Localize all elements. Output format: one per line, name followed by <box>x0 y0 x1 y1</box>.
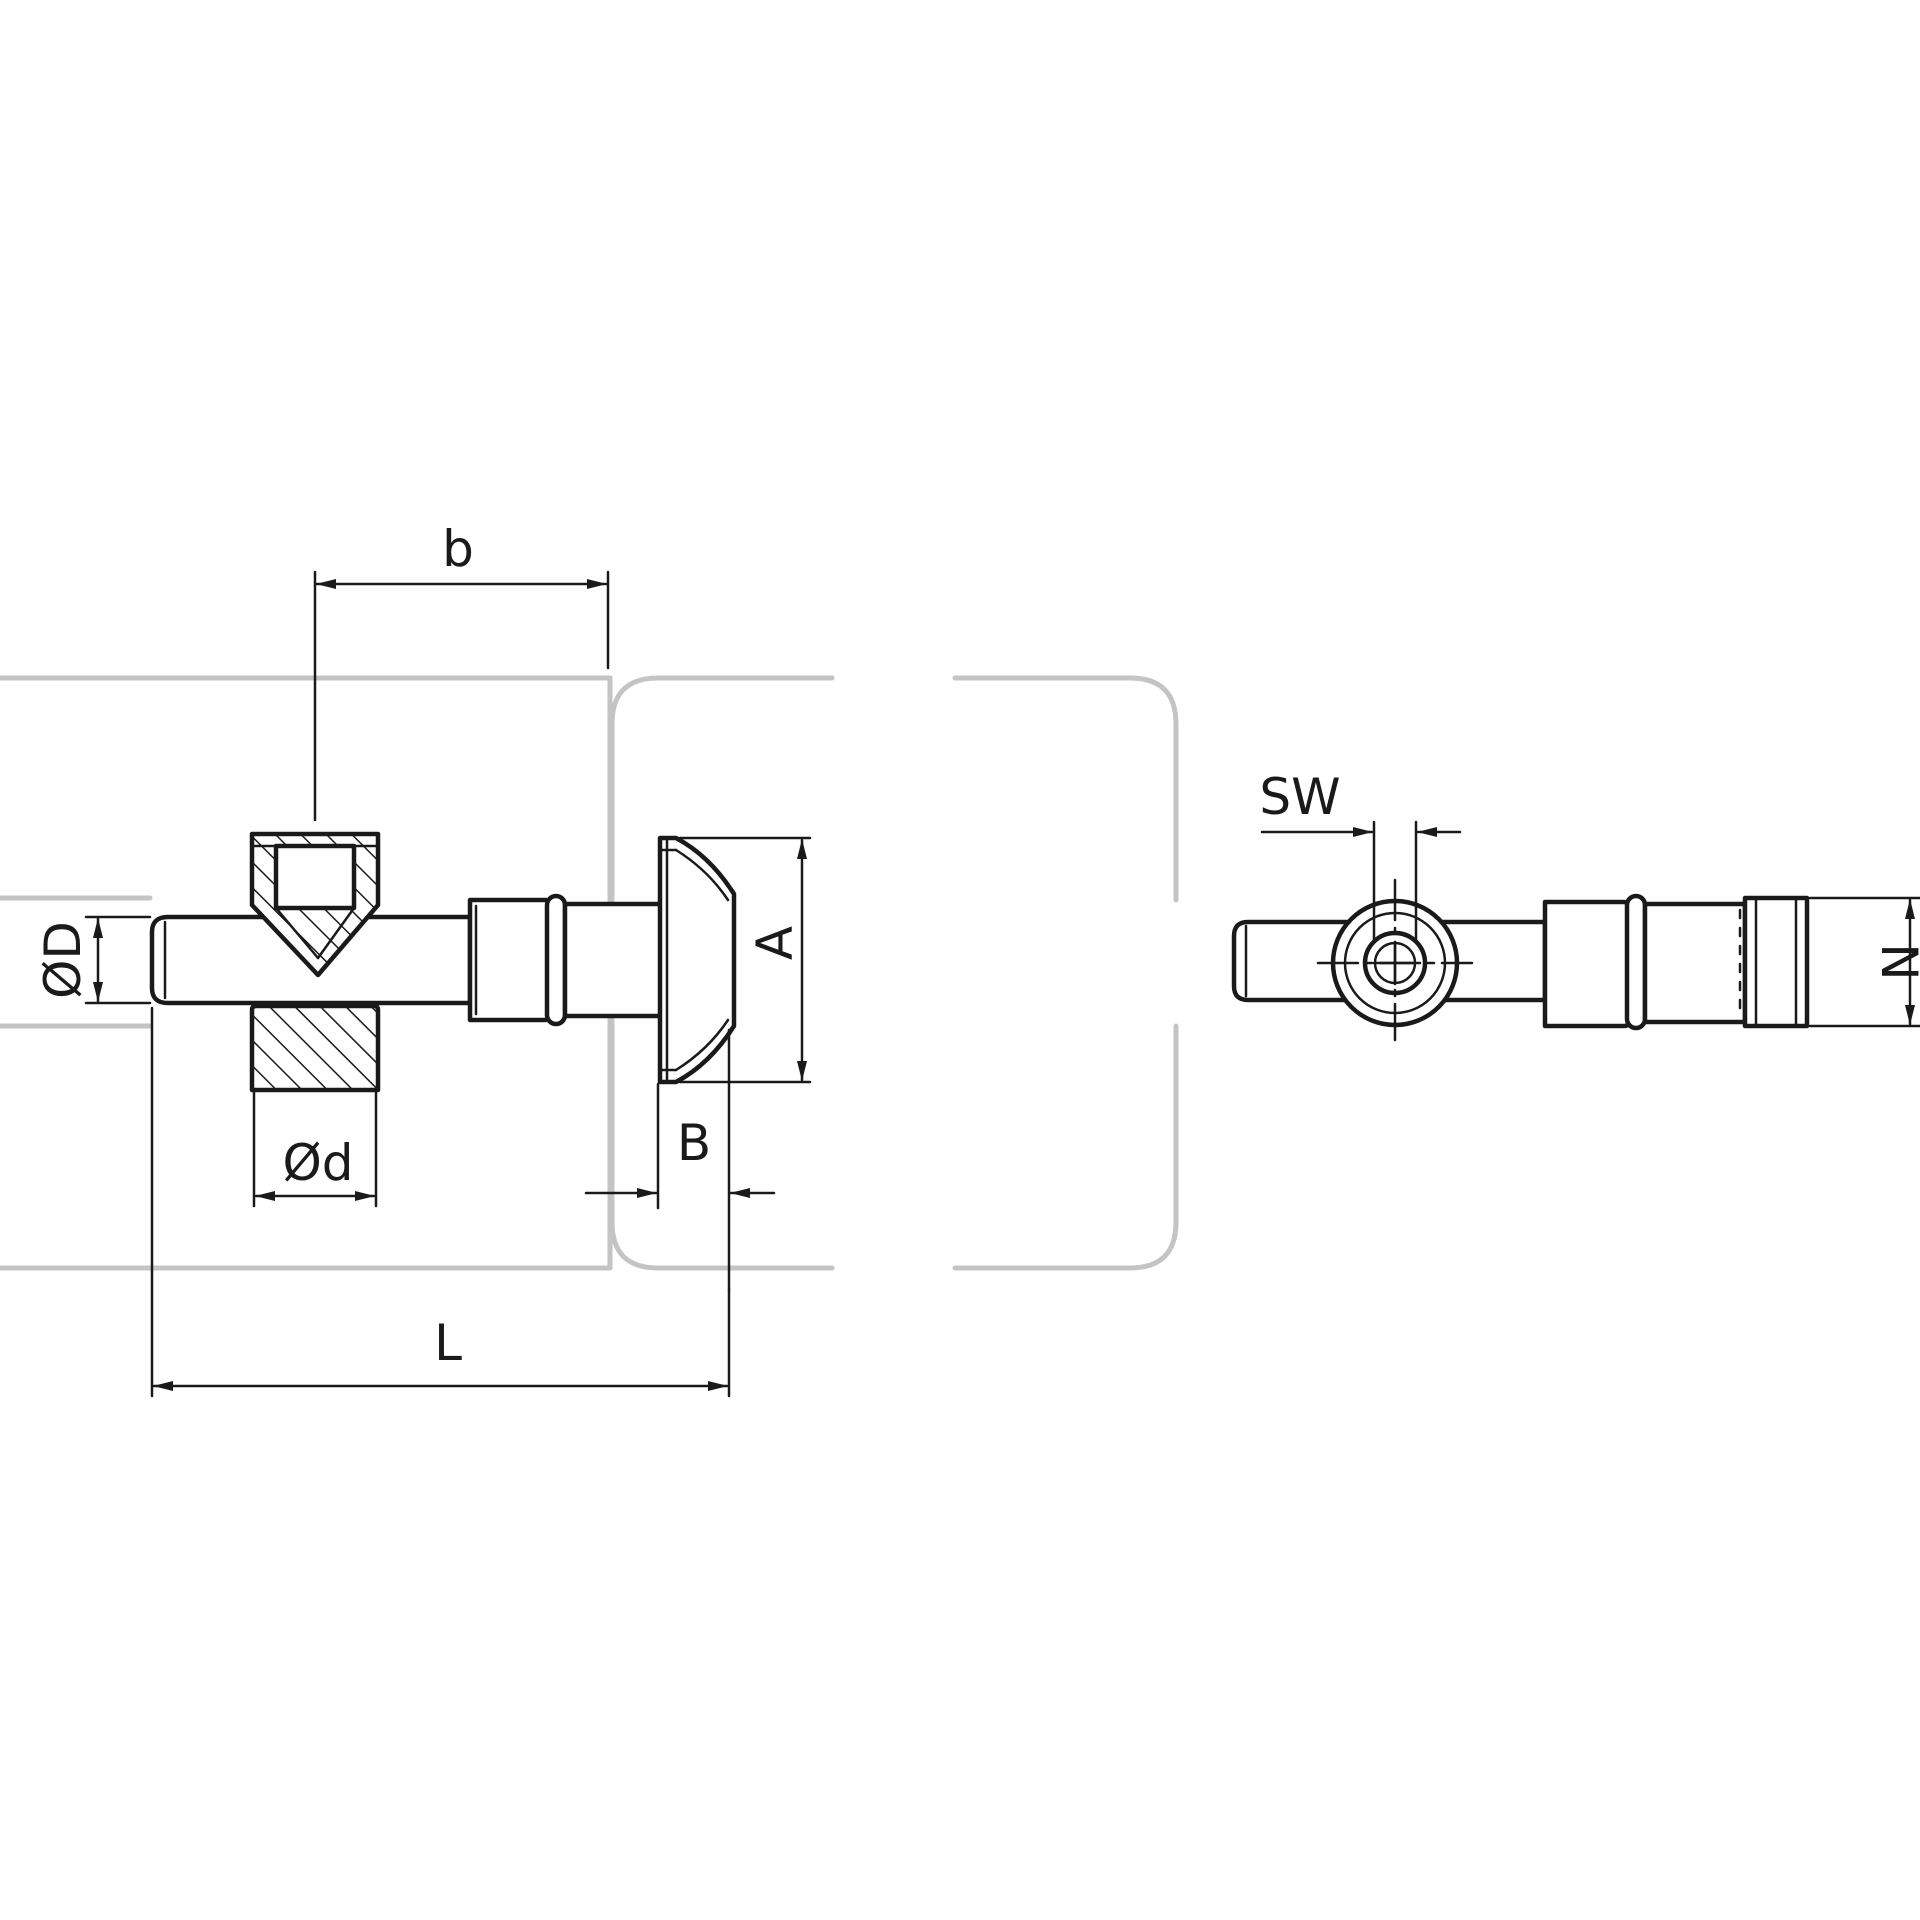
connector-top-view <box>1231 878 1810 1042</box>
top-neck <box>1642 901 1748 1025</box>
dimension-N: N <box>1808 896 1920 1028</box>
dimension-L: L <box>150 1006 731 1398</box>
profile-right-lower <box>952 1023 1179 1271</box>
connector-collar <box>544 893 568 1027</box>
dimension-b: b <box>313 520 610 822</box>
profile-right-upper <box>952 675 1179 903</box>
bore-section <box>249 1003 381 1093</box>
dimension-A: A <box>678 836 812 1084</box>
connector-side-view <box>149 831 737 1093</box>
label-L: L <box>434 1314 462 1372</box>
dimension-SW: SW <box>1259 768 1462 944</box>
dimension-D: ØD <box>34 915 152 1005</box>
nut-curve-bottom <box>674 1018 730 1072</box>
label-b: b <box>442 520 474 578</box>
grub-screw-hex <box>273 843 357 911</box>
grub-screw-line-1 <box>274 906 320 960</box>
dimension-d: Ød <box>252 1088 378 1208</box>
label-SW: SW <box>1259 768 1340 826</box>
grub-screw-line-2 <box>316 906 356 960</box>
label-d: Ød <box>282 1134 353 1192</box>
top-nut <box>1742 895 1810 1029</box>
label-N: N <box>1870 943 1920 980</box>
top-collar <box>1624 893 1648 1031</box>
label-D: ØD <box>34 921 92 999</box>
t-slot-nut <box>657 835 737 1085</box>
label-A: A <box>746 926 804 960</box>
connector-head <box>467 897 553 1023</box>
dimension-B: B <box>584 1028 776 1292</box>
nut-curve-top <box>674 848 730 902</box>
top-head <box>1542 899 1633 1029</box>
connector-neck <box>562 901 668 1019</box>
label-B: B <box>677 1114 711 1172</box>
